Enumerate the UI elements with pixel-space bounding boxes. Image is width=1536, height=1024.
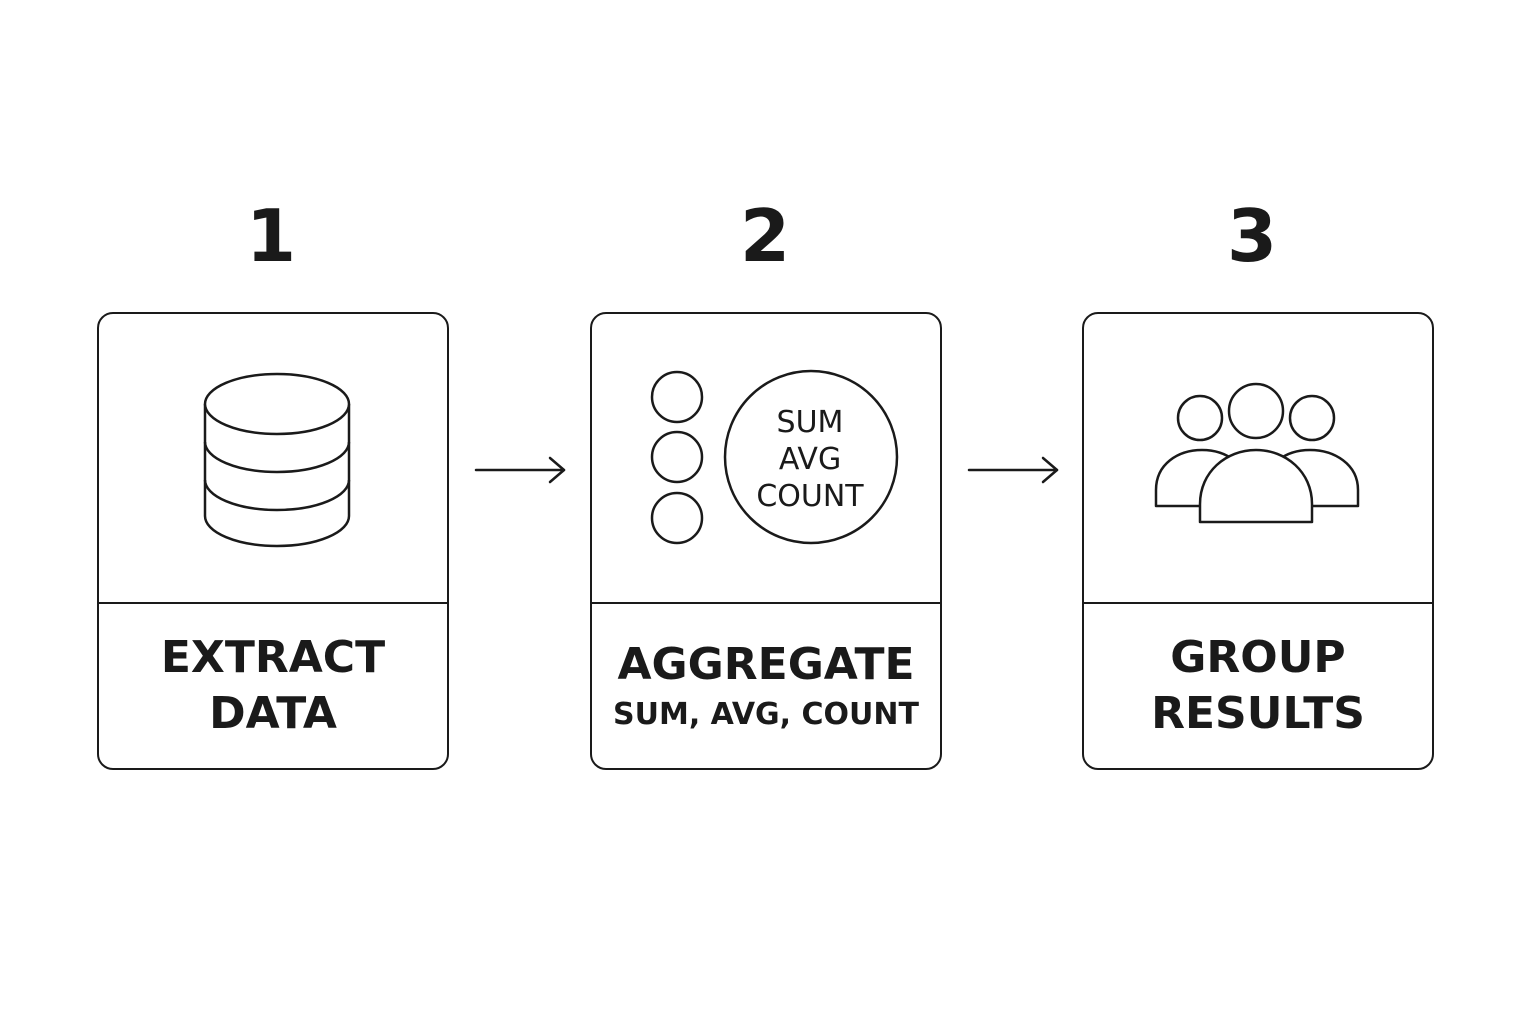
card-divider bbox=[592, 602, 940, 604]
label-line: AGGREGATE bbox=[617, 639, 915, 690]
step-label-aggregate: AGGREGATE SUM, AVG, COUNT bbox=[592, 604, 940, 768]
icon-text-count: COUNT bbox=[756, 479, 864, 514]
label-line: EXTRACT bbox=[160, 632, 386, 683]
card-divider bbox=[99, 602, 447, 604]
label-line: RESULTS bbox=[1151, 688, 1365, 739]
step-card-extract: EXTRACT DATA bbox=[97, 312, 449, 770]
label-sublabel: SUM, AVG, COUNT bbox=[613, 697, 919, 732]
aggregate-icon: SUM AVG COUNT bbox=[592, 314, 940, 602]
label-line: GROUP bbox=[1170, 632, 1346, 683]
step-number-2: 2 bbox=[739, 194, 791, 278]
step-card-group: GROUP RESULTS bbox=[1082, 312, 1434, 770]
icon-text-avg: AVG bbox=[779, 442, 841, 477]
icon-text-sum: SUM bbox=[777, 405, 844, 440]
card-divider bbox=[1084, 602, 1432, 604]
step-card-aggregate: SUM AVG COUNT AGGREGATE SUM, AVG, COUNT bbox=[590, 312, 942, 770]
arrow-right-icon bbox=[474, 456, 566, 484]
database-icon bbox=[99, 314, 447, 602]
arrow-right-icon bbox=[967, 456, 1059, 484]
group-icon bbox=[1084, 314, 1432, 602]
label-line: DATA bbox=[209, 688, 337, 739]
step-label-extract: EXTRACT DATA bbox=[99, 604, 447, 768]
step-number-3: 3 bbox=[1226, 194, 1278, 278]
step-label-group: GROUP RESULTS bbox=[1084, 604, 1432, 768]
step-number-1: 1 bbox=[245, 194, 297, 278]
